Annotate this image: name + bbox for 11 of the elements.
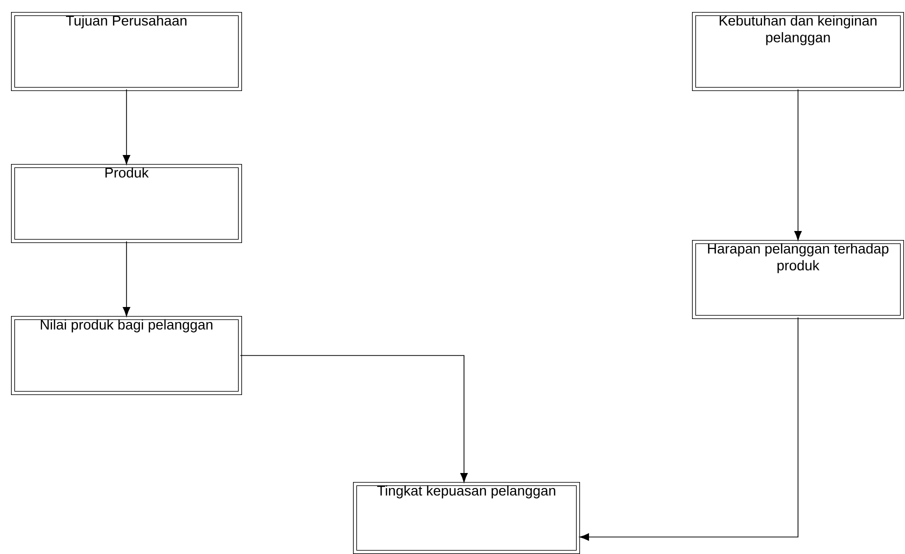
process-box: Produk: [11, 164, 242, 243]
process-box: Tingkat kepuasan pelanggan: [353, 482, 580, 554]
arrow: [794, 88, 802, 240]
arrow: [580, 316, 798, 541]
arrow: [122, 88, 130, 164]
process-box: Tujuan Perusahaan: [11, 12, 242, 91]
arrow: [122, 240, 130, 316]
arrow: [240, 355, 468, 482]
process-box: Kebutuhan dan keinginan pelanggan: [692, 12, 904, 91]
process-box: Nilai produk bagi pelanggan: [11, 316, 242, 395]
process-box: Harapan pelanggan terhadap produk: [692, 240, 904, 319]
